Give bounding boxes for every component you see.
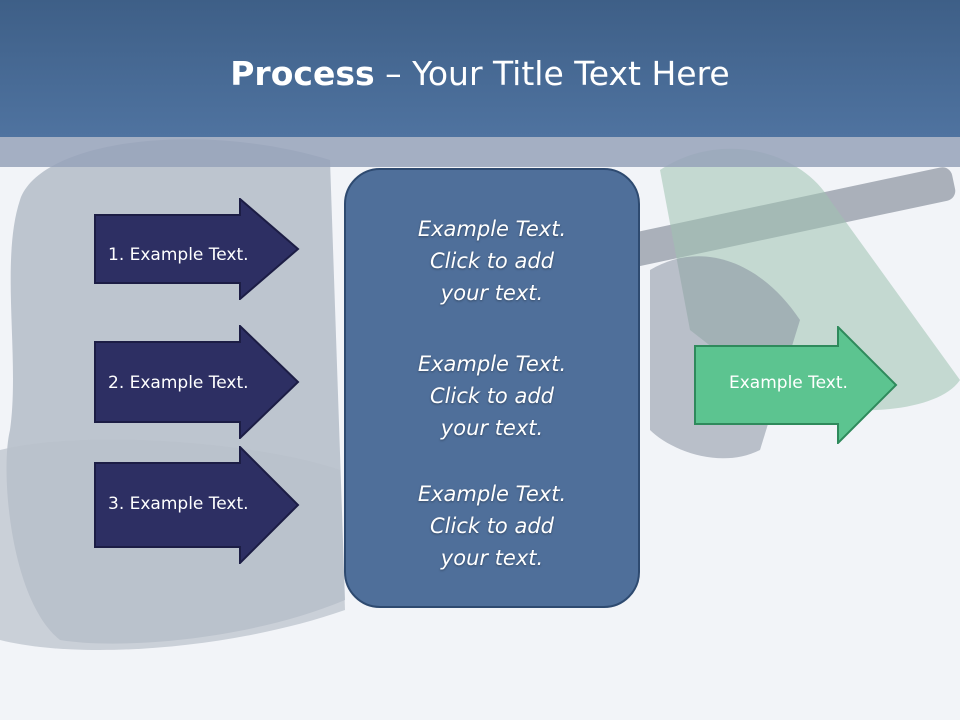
center-text-line: Click to add <box>429 514 554 538</box>
center-text-line: Example Text. <box>417 217 567 241</box>
center-text-line: Example Text. <box>417 352 567 376</box>
center-text-block-3[interactable]: Example Text. Click to add your text. <box>344 478 640 574</box>
center-text-line: Click to add <box>429 384 554 408</box>
slide-title[interactable]: Process – Your Title Text Here <box>0 52 960 96</box>
center-content-box[interactable] <box>344 168 640 608</box>
title-bold: Process <box>230 54 375 93</box>
center-text-line: your text. <box>440 416 544 440</box>
output-arrow[interactable] <box>694 326 898 444</box>
step-arrow-1-label: 1. Example Text. <box>108 245 249 265</box>
center-text-line: Click to add <box>429 249 554 273</box>
step-arrow-3-label: 3. Example Text. <box>108 494 249 514</box>
center-text-block-2[interactable]: Example Text. Click to add your text. <box>344 348 640 444</box>
step-arrow-3[interactable] <box>94 446 300 564</box>
step-arrow-2-label: 2. Example Text. <box>108 373 249 393</box>
center-text-line: Example Text. <box>417 482 567 506</box>
title-bar <box>0 0 960 137</box>
step-arrow-2[interactable] <box>94 325 300 439</box>
center-text-line: your text. <box>440 281 544 305</box>
center-text-block-1[interactable]: Example Text. Click to add your text. <box>344 213 640 309</box>
title-rest: – Your Title Text Here <box>374 54 730 93</box>
header-strip <box>0 137 960 167</box>
center-text-line: your text. <box>440 546 544 570</box>
step-arrow-1[interactable] <box>94 198 300 300</box>
output-arrow-label: Example Text. <box>729 373 848 393</box>
